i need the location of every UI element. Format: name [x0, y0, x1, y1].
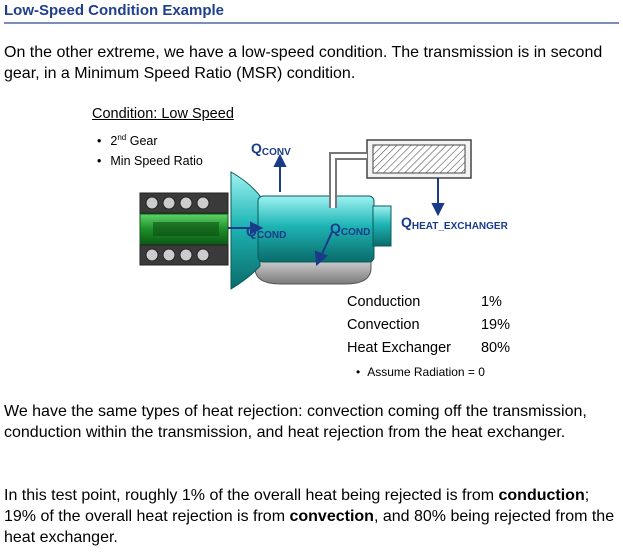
transmission-diagram	[139, 139, 472, 290]
table-row: Conduction 1%	[347, 293, 510, 316]
transmission-tail	[372, 205, 392, 247]
breakdown-value: 80%	[480, 340, 511, 356]
condition-ratio: Min Speed Ratio	[97, 151, 202, 171]
breakdown-name: Conduction	[347, 294, 421, 310]
table-row: Heat Exchanger 80%	[347, 339, 510, 362]
intro-paragraph: On the other extreme, we have a low-spee…	[4, 44, 603, 82]
q-subscript: HEAT_EXCHANGER	[411, 221, 508, 232]
breakdown-value: 19%	[480, 317, 511, 333]
q-heat-exchanger-label: QHEAT_EXCHANGER	[401, 214, 508, 232]
breakdown-name: Heat Exchanger	[347, 340, 451, 356]
q-symbol: Q	[246, 223, 257, 239]
bold-convection: convection	[289, 508, 374, 525]
bold-conduction: conduction	[498, 487, 585, 504]
q-subscript: COND	[340, 227, 371, 238]
gear-cluster	[139, 192, 229, 266]
gear-word: Gear	[126, 134, 158, 149]
condition-gear: 2nd Gear	[97, 128, 203, 151]
q-symbol: Q	[251, 140, 262, 156]
heat-flow-arrows	[228, 153, 445, 267]
q-subscript: COND	[256, 230, 287, 241]
text-run: ; 19% of the overall heat rejection is f…	[4, 487, 590, 525]
q-convection-label: QCONV	[251, 140, 291, 158]
condition-title: Condition: Low Speed	[92, 106, 234, 122]
gear-number: 2	[110, 134, 118, 149]
q-symbol: Q	[401, 214, 412, 230]
gear-suffix: nd	[117, 133, 127, 142]
lower-housing	[254, 257, 372, 285]
breakdown-name: Convection	[347, 317, 420, 333]
table-row: Convection 19%	[347, 316, 510, 339]
q-subscript: CONV	[261, 147, 291, 158]
types-paragraph: We have the same types of heat rejection…	[4, 403, 587, 441]
test-point-paragraph: In this test point, roughly 1% of the ov…	[4, 485, 616, 548]
condition-list: 2nd Gear Min Speed Ratio	[97, 128, 203, 171]
q-conduction-label-right: QCOND	[330, 220, 370, 238]
q-conduction-label-left: QCOND	[246, 223, 286, 241]
breakdown-value: 1%	[480, 294, 502, 310]
text-run: In this test point, roughly 1% of the ov…	[4, 487, 499, 504]
text-run: , and 80% being rejected from the heat e…	[4, 508, 615, 546]
bell-housing	[230, 171, 261, 290]
assumption-note: Assume Radiation = 0	[356, 365, 485, 379]
heat-breakdown-table: Conduction 1% Convection 19% Heat Exchange…	[347, 293, 510, 362]
page-heading: Low-Speed Condition Example	[4, 2, 619, 24]
q-symbol: Q	[330, 220, 341, 236]
